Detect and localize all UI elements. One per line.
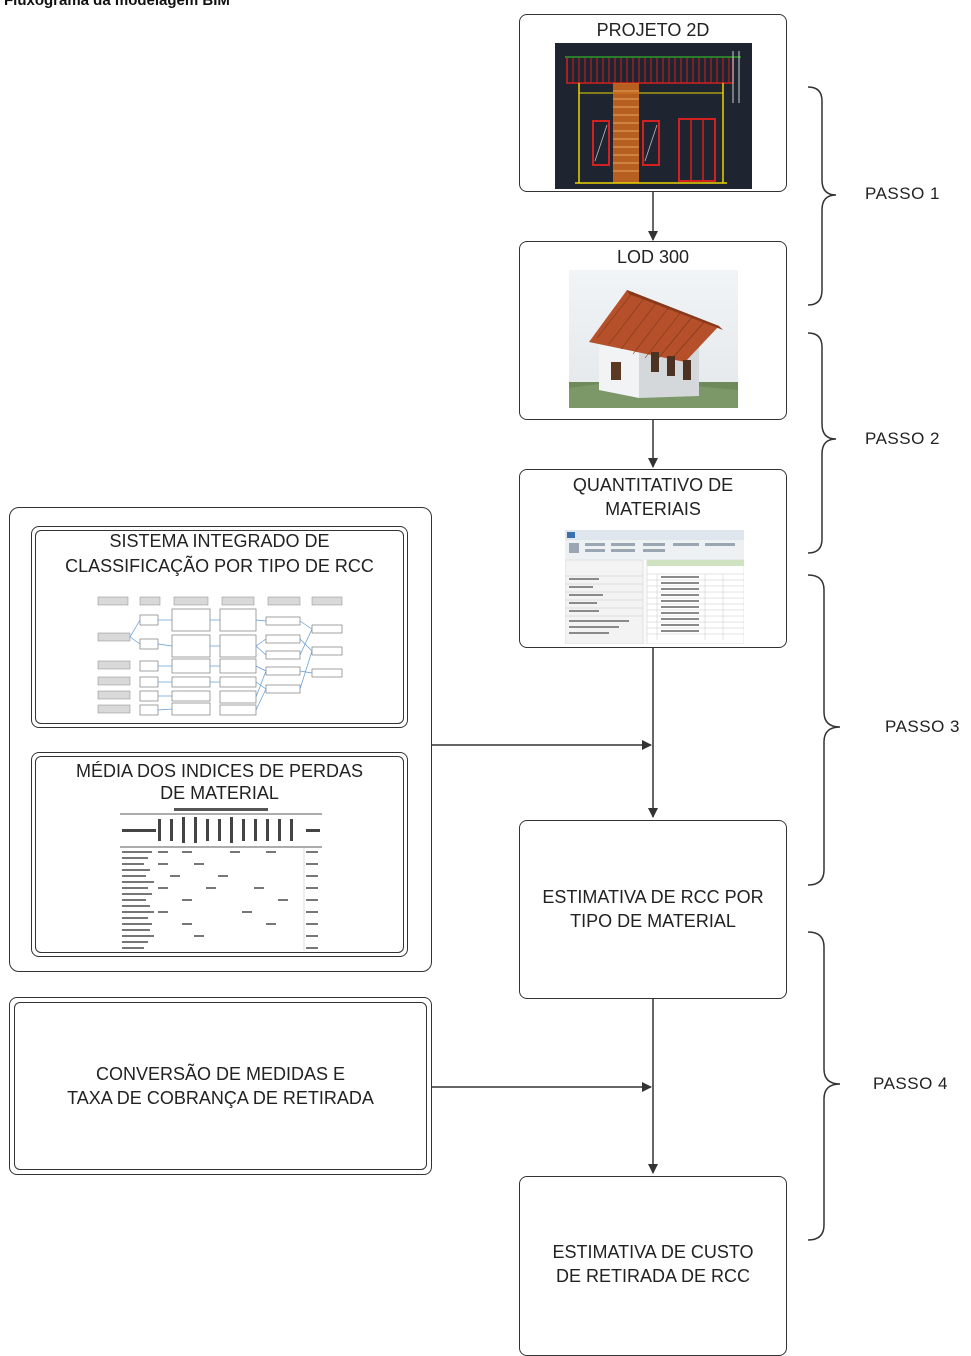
box-media-indices-perdas: MÉDIA DOS INDICES DE PERDAS DE MATERIAL: [31, 752, 408, 957]
step-label-passo-4: PASSO 4: [873, 1074, 948, 1093]
step-label-passo-2: PASSO 2: [865, 429, 940, 448]
box-projeto-2d: PROJETO 2D: [519, 14, 787, 192]
media-label-line2: DE MATERIAL: [160, 783, 279, 803]
quantitativo-label-line2: MATERIAIS: [605, 499, 701, 519]
conversao-label-line1: CONVERSÃO DE MEDIDAS E: [95, 1064, 346, 1084]
box-estimativa-rcc: ESTIMATIVA DE RCC POR TIPO DE MATERIAL: [519, 820, 787, 999]
projeto-2d-label: PROJETO 2D: [596, 20, 710, 40]
box-sistema-integrado: SISTEMA INTEGRADO DE CLASSIFICAÇÃO POR T…: [31, 526, 408, 728]
step-label-passo-3: PASSO 3: [885, 717, 960, 736]
house-3d-render-image: [569, 270, 738, 408]
box-estimativa-custo: ESTIMATIVA DE CUSTO DE RETIRADA DE RCC: [519, 1176, 787, 1356]
estimativa-rcc-label-line2: TIPO DE MATERIAL: [570, 911, 736, 931]
box-conversao-medidas: CONVERSÃO DE MEDIDAS E TAXA DE COBRANÇA …: [9, 997, 432, 1175]
cad-drawing-image: [555, 43, 752, 189]
lod-300-label: LOD 300: [616, 247, 690, 267]
estimativa-custo-label-line2: DE RETIRADA DE RCC: [555, 1266, 751, 1286]
step-label-passo-1: PASSO 1: [865, 184, 940, 203]
sistema-label-line2: CLASSIFICAÇÃO POR TIPO DE RCC: [65, 556, 374, 576]
software-screenshot-image: [565, 530, 744, 644]
media-label-line1: MÉDIA DOS INDICES DE PERDAS: [75, 761, 364, 781]
quantitativo-label-line1: QUANTITATIVO DE: [572, 475, 734, 495]
box-quantitativo-materiais: QUANTITATIVO DE MATERIAIS: [519, 469, 787, 648]
brace-passo-1: [807, 86, 837, 306]
diagram-title: Fluxograma da modelagem BIM: [4, 0, 230, 9]
conversao-label-line2: TAXA DE COBRANÇA DE RETIRADA: [67, 1088, 374, 1108]
estimativa-custo-label-line1: ESTIMATIVA DE CUSTO: [552, 1242, 754, 1262]
brace-passo-3: [807, 574, 841, 886]
sistema-label-line1: SISTEMA INTEGRADO DE: [109, 531, 330, 551]
brace-passo-4: [807, 931, 841, 1241]
box-lod-300: LOD 300: [519, 241, 787, 420]
brace-passo-2: [807, 332, 837, 554]
classification-flowchart-image: [94, 595, 348, 717]
loss-index-table-image: [118, 807, 324, 951]
estimativa-rcc-label-line1: ESTIMATIVA DE RCC POR: [542, 887, 764, 907]
